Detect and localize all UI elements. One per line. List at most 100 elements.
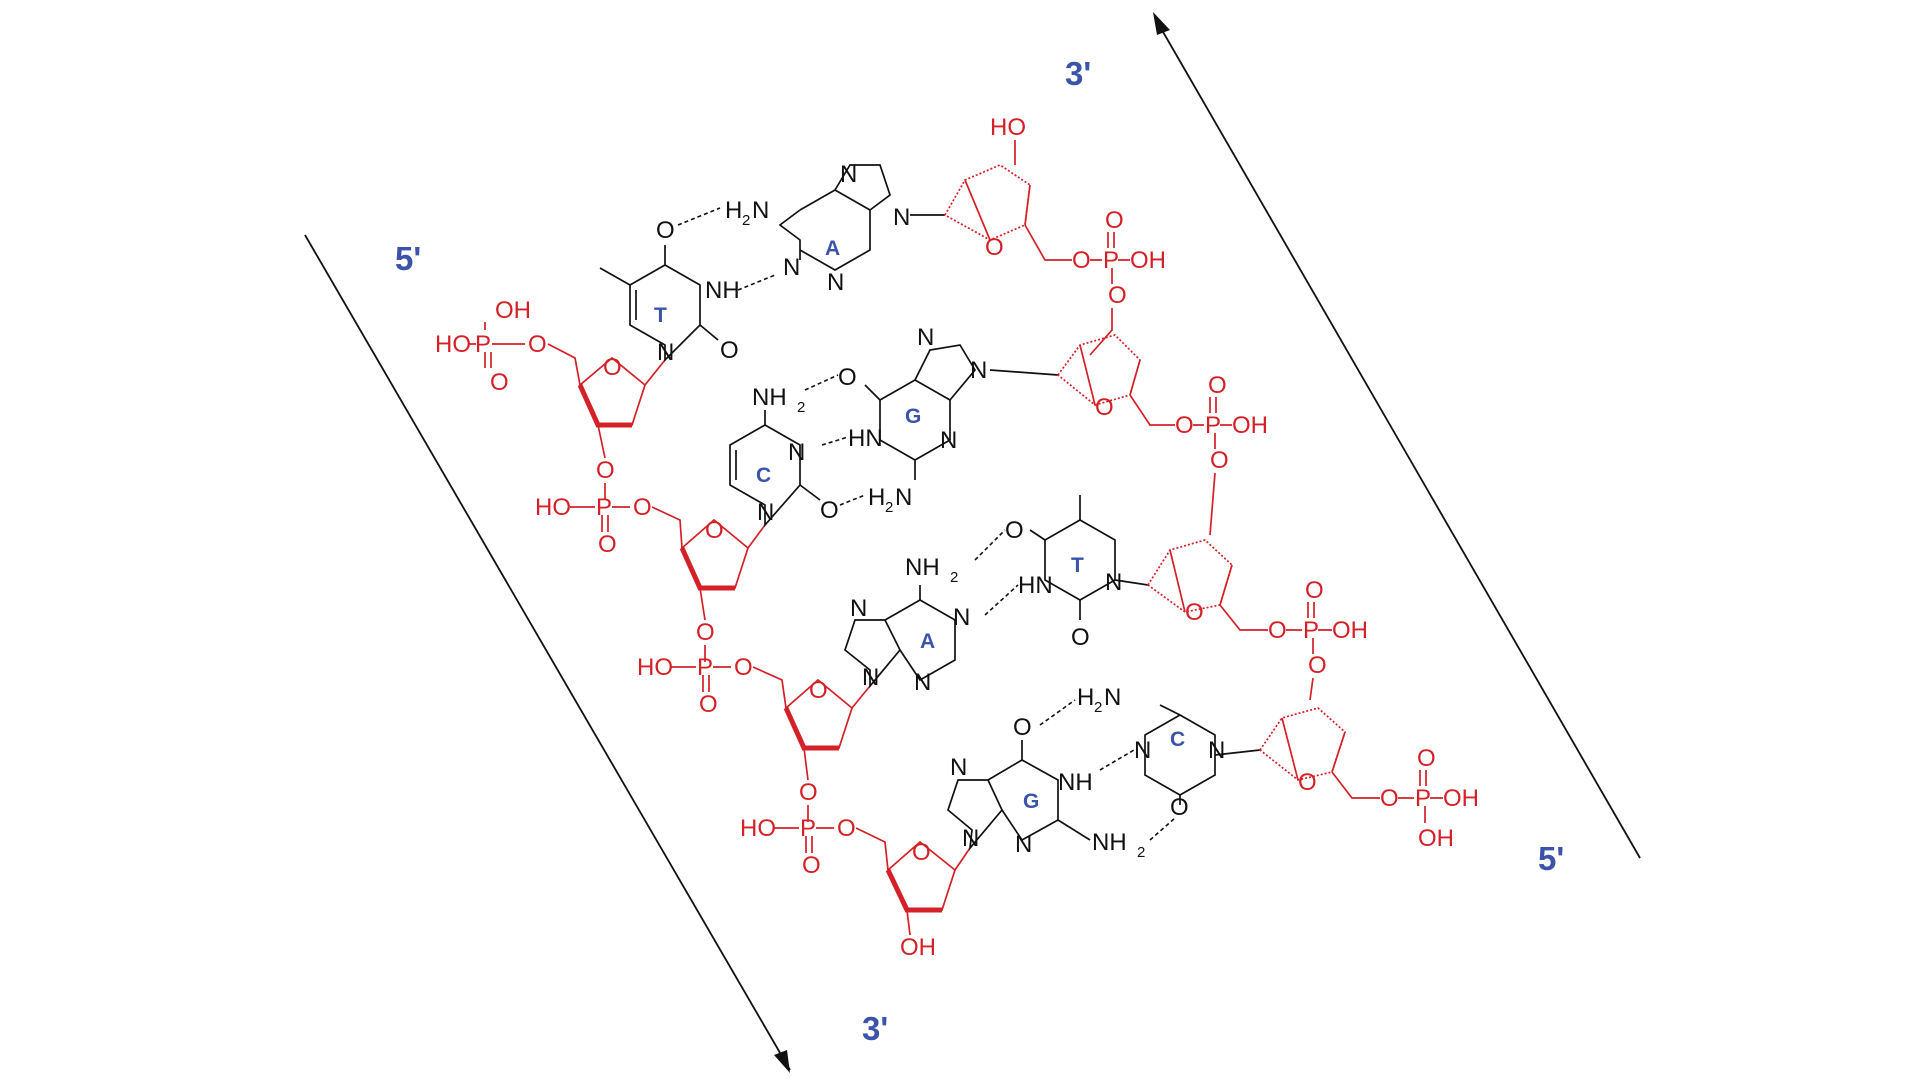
right-strand-arrow	[1153, 12, 1641, 859]
svg-text:2: 2	[885, 499, 893, 516]
svg-text:N: N	[840, 161, 857, 188]
svg-text:O: O	[696, 619, 715, 646]
svg-text:HO: HO	[637, 654, 673, 681]
svg-text:O: O	[1013, 714, 1032, 741]
left-base-thymine: O NH O N T	[599, 217, 740, 366]
left-phosphate-3: HO P O O	[637, 654, 753, 718]
svg-text:N: N	[1208, 737, 1225, 764]
left-sugar-1: O	[577, 354, 646, 428]
svg-text:A: A	[825, 237, 840, 260]
svg-text:HO: HO	[435, 331, 471, 358]
svg-text:H: H	[725, 197, 742, 224]
svg-text:A: A	[920, 630, 935, 653]
right-base-thymine: O HN O N T	[1005, 495, 1149, 651]
svg-text:2: 2	[742, 212, 750, 229]
svg-text:N: N	[1104, 684, 1121, 711]
svg-text:P: P	[1103, 247, 1119, 274]
left-phosphate-2: HO P O O	[535, 494, 652, 558]
svg-text:O: O	[1071, 624, 1090, 651]
svg-text:OH: OH	[495, 297, 531, 324]
svg-text:N: N	[917, 324, 934, 351]
svg-text:O: O	[1108, 282, 1127, 309]
svg-text:2: 2	[950, 569, 958, 586]
svg-text:HN: HN	[1018, 572, 1053, 599]
svg-text:NH: NH	[752, 384, 787, 411]
left-base-cytosine: NH 2 N O N C	[729, 384, 839, 528]
svg-text:O: O	[633, 494, 652, 521]
left-sugar-4: O	[885, 839, 956, 913]
svg-text:T: T	[1071, 554, 1084, 577]
svg-text:N: N	[950, 754, 967, 781]
svg-text:2: 2	[1094, 699, 1102, 716]
svg-text:OH: OH	[1443, 785, 1479, 812]
svg-text:O: O	[912, 839, 931, 866]
svg-text:HN: HN	[848, 425, 883, 452]
svg-text:O: O	[734, 654, 753, 681]
svg-text:O: O	[1095, 394, 1114, 421]
svg-text:NH: NH	[905, 554, 940, 581]
left-sugar-2: O	[679, 517, 749, 591]
svg-text:O: O	[1268, 617, 1287, 644]
right-base-guanine: O HN H 2 N N N N G	[838, 324, 1059, 516]
svg-text:O: O	[1298, 769, 1317, 796]
svg-text:N: N	[850, 595, 867, 622]
svg-text:O: O	[1175, 412, 1194, 439]
right-strand-3prime-label: 3'	[1065, 55, 1091, 92]
svg-text:O: O	[1170, 794, 1189, 821]
svg-text:O: O	[838, 364, 857, 391]
svg-text:O: O	[837, 815, 856, 842]
svg-text:P: P	[1415, 785, 1431, 812]
svg-text:P: P	[596, 494, 612, 521]
left-3prime-hydroxyl: OH	[900, 934, 936, 961]
left-phosphate-4: HO P O O	[740, 815, 856, 879]
left-base-adenine: NH 2 N N N N A	[844, 554, 970, 696]
left-base-guanine: O NH NH 2 N N N G	[947, 714, 1145, 861]
svg-text:HO: HO	[535, 494, 571, 521]
svg-text:N: N	[783, 254, 800, 281]
svg-text:N: N	[962, 825, 979, 852]
svg-text:G: G	[905, 405, 921, 428]
svg-text:N: N	[657, 339, 674, 366]
svg-text:P: P	[697, 654, 713, 681]
svg-text:O: O	[1380, 785, 1399, 812]
svg-text:P: P	[475, 331, 491, 358]
svg-text:N: N	[970, 357, 987, 384]
svg-text:N: N	[953, 604, 970, 631]
svg-text:N: N	[788, 439, 805, 466]
svg-text:O: O	[656, 217, 675, 244]
svg-text:N: N	[895, 484, 912, 511]
svg-text:N: N	[914, 669, 931, 696]
svg-text:O: O	[985, 234, 1004, 261]
svg-text:O: O	[596, 457, 615, 484]
svg-text:OH: OH	[1130, 247, 1166, 274]
svg-text:O: O	[603, 354, 622, 381]
svg-text:O: O	[1305, 577, 1324, 604]
svg-text:O: O	[1072, 247, 1091, 274]
left-strand-arrow	[304, 234, 791, 1073]
svg-text:O: O	[820, 497, 839, 524]
left-sugar-3: O	[783, 677, 853, 751]
svg-text:N: N	[862, 664, 879, 691]
svg-text:N: N	[940, 427, 957, 454]
svg-text:T: T	[654, 304, 667, 327]
svg-text:O: O	[1005, 517, 1024, 544]
svg-text:O: O	[720, 337, 739, 364]
svg-text:OH: OH	[1232, 412, 1268, 439]
svg-text:N: N	[757, 499, 774, 526]
svg-text:N: N	[827, 269, 844, 296]
right-base-cytosine: H 2 N N O N C	[1077, 684, 1261, 821]
svg-text:O: O	[699, 691, 718, 718]
svg-text:O: O	[1105, 207, 1124, 234]
right-3prime-hydroxyl: HO	[990, 114, 1026, 141]
svg-text:NH: NH	[705, 277, 740, 304]
left-strand-5prime-label: 5'	[395, 240, 421, 277]
svg-text:P: P	[1205, 412, 1221, 439]
svg-text:N: N	[1105, 569, 1122, 596]
svg-text:O: O	[809, 677, 828, 704]
svg-text:O: O	[1208, 372, 1227, 399]
left-phosphate-1: HO P OH O O	[435, 297, 547, 396]
svg-text:C: C	[756, 464, 771, 487]
svg-text:O: O	[1308, 652, 1327, 679]
svg-text:2: 2	[797, 399, 805, 416]
